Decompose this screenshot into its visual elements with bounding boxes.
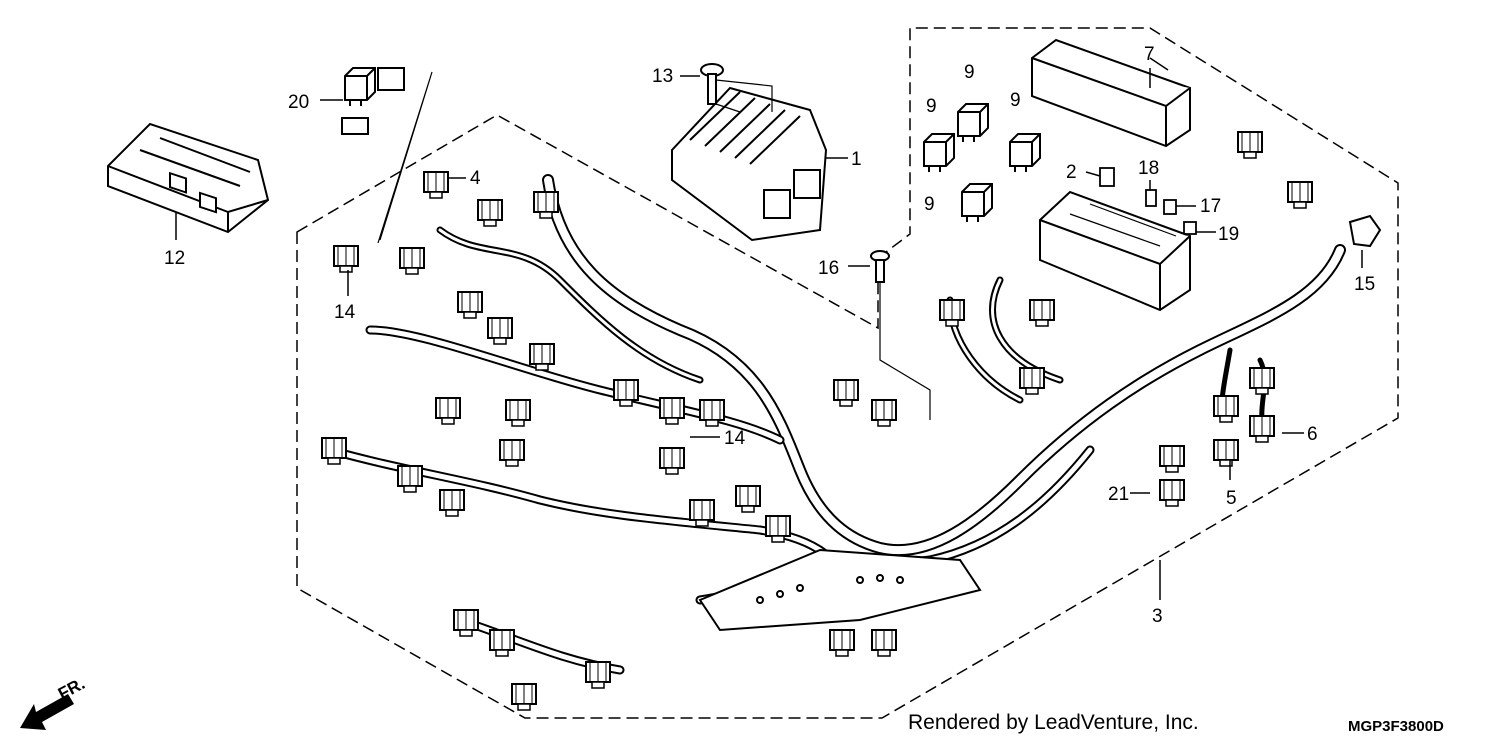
- part-16-bolt: [848, 250, 931, 420]
- front-arrow-icon: FR.: [20, 674, 88, 730]
- callout-19: 19: [1218, 224, 1239, 245]
- callout-14a: 14: [334, 302, 356, 323]
- right-upper-connectors: [1237, 131, 1382, 248]
- fuse-box: [1039, 190, 1191, 312]
- junction-plate: [698, 548, 982, 632]
- main-harness: [325, 174, 1346, 675]
- part-7-fuse-box-cover: [1031, 38, 1191, 148]
- part-12-tray: [107, 122, 270, 234]
- callout-5: 5: [1226, 488, 1237, 509]
- callout-16: 16: [818, 258, 839, 279]
- callout-21: 21: [1108, 484, 1129, 505]
- callout-9c: 9: [926, 96, 937, 117]
- callout-2: 2: [1066, 162, 1077, 183]
- relays-part-9: [923, 103, 1041, 223]
- callout-3: 3: [1152, 606, 1163, 627]
- callout-6: 6: [1307, 424, 1318, 445]
- callout-7: 7: [1144, 44, 1155, 65]
- fuses-2-17-18-19: [1099, 167, 1197, 235]
- harness-outline: [296, 27, 1399, 719]
- callout-20: 20: [288, 92, 309, 113]
- callout-17: 17: [1200, 196, 1221, 217]
- callouts: 1 2 3 4 5 6 7 9 9 9 9 12 13 14 14 15 16 …: [164, 44, 1375, 627]
- diagram-code: MGP3F3800D: [1348, 718, 1444, 735]
- callout-9b: 9: [1010, 90, 1021, 111]
- callout-13: 13: [652, 66, 673, 87]
- callout-18: 18: [1138, 158, 1159, 179]
- callout-9a: 9: [964, 62, 975, 83]
- callout-4: 4: [470, 168, 481, 189]
- part-20: [320, 67, 433, 244]
- callout-14b: 14: [724, 428, 746, 449]
- leader-lines: [175, 68, 1363, 600]
- callout-9d: 9: [924, 194, 935, 215]
- part-1-regulator: [671, 86, 848, 242]
- credit-text: Rendered by LeadVenture, Inc.: [908, 711, 1199, 734]
- callout-12: 12: [164, 248, 185, 269]
- callout-15: 15: [1354, 274, 1375, 295]
- callout-1: 1: [851, 149, 862, 170]
- part-13-bolt: [680, 63, 773, 113]
